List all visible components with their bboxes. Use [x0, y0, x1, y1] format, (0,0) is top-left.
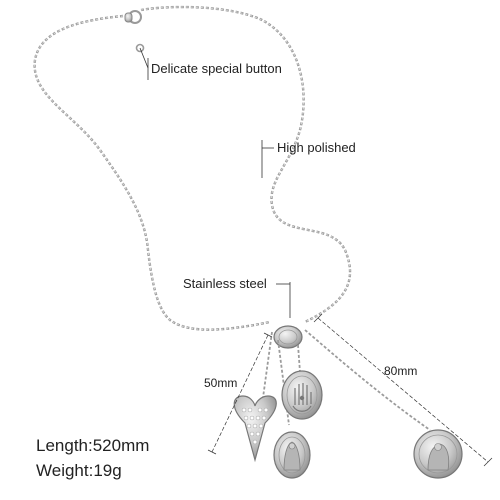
clasp-icon	[124, 10, 145, 53]
heart-crystal-pendant	[233, 395, 277, 463]
chain-right-strand	[140, 5, 352, 324]
hamsa-medal-pendant	[281, 370, 323, 420]
button-annotation: Delicate special button	[151, 61, 282, 76]
length-spec: Length:520mm	[36, 436, 150, 455]
weight-spec: Weight:19g	[36, 461, 122, 480]
short-drop-dimension: 50mm	[204, 376, 238, 390]
material-annotation: Stainless steel	[183, 276, 267, 291]
finish-annotation: High polished	[277, 140, 356, 155]
long-drop-dimension: 80mm	[384, 364, 418, 378]
saint-medal-pendant	[413, 429, 463, 479]
dimension-lines	[207, 313, 493, 467]
virgin-mary-medal-pendant	[273, 431, 311, 479]
oval-tag-pendant	[273, 325, 303, 349]
callout-lines	[139, 47, 291, 318]
